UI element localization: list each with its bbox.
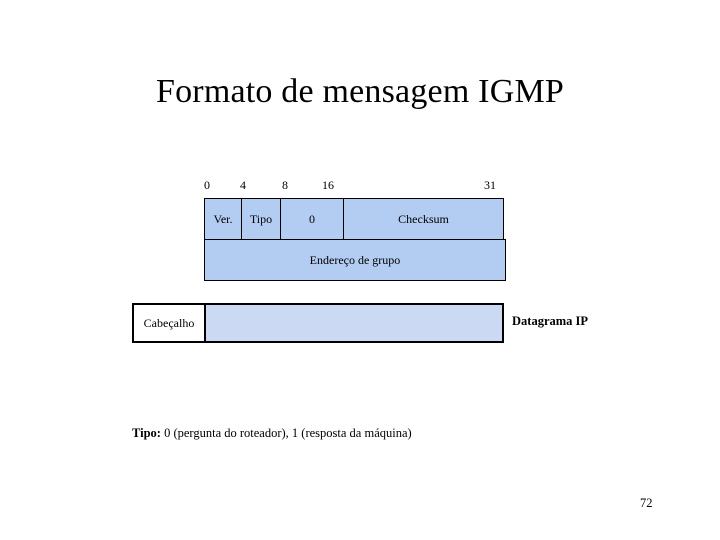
packet-row-2: Endereço de grupo [204,239,506,281]
field-version: Ver. [204,198,242,240]
bit-tick-0: 0 [204,178,210,192]
type-note-prefix: Tipo: [132,426,165,440]
type-note: Tipo: 0 (pergunta do roteador), 1 (respo… [132,425,412,441]
field-type: Tipo [241,198,281,240]
ip-datagram-diagram: Cabeçalho [132,303,504,343]
igmp-packet-diagram: Ver. Tipo 0 Checksum Endereço de grupo [204,198,506,281]
ip-header-box: Cabeçalho [132,303,206,343]
field-group-address: Endereço de grupo [204,239,506,281]
page-number: 72 [640,496,653,510]
bit-tick-31: 31 [484,178,496,192]
field-unused: 0 [280,198,344,240]
bit-tick-16: 16 [322,178,334,192]
datagram-side-label: Datagrama IP [512,314,589,328]
bit-ruler: 0 4 8 16 31 [204,178,506,194]
field-checksum: Checksum [343,198,504,240]
bit-tick-8: 8 [282,178,288,192]
page-title: Formato de mensagem IGMP [155,73,565,110]
bit-tick-4: 4 [240,178,246,192]
ip-payload-box [204,303,504,343]
type-note-text: 0 (pergunta do roteador), 1 (resposta da… [164,426,412,440]
packet-row-1: Ver. Tipo 0 Checksum [204,198,506,240]
